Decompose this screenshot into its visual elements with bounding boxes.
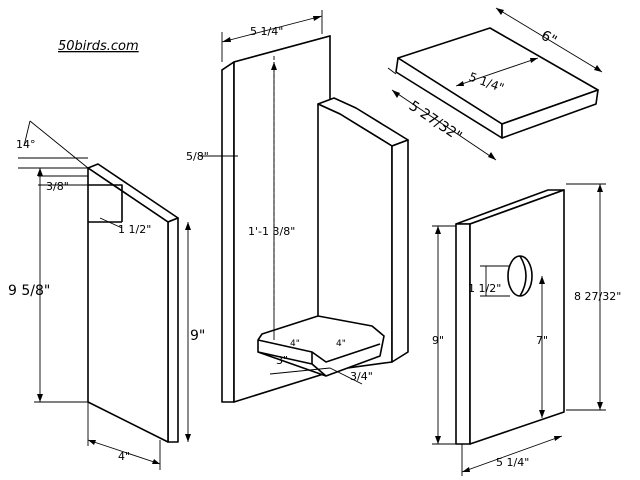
front-left-height-label: 9" [432, 334, 444, 347]
side-back-height-label: 9 5/8" [8, 283, 50, 299]
back-assembly [221, 35, 409, 403]
side-notch-label: 1 1/2" [118, 223, 151, 236]
floor-width-label: 3" [276, 354, 288, 367]
front-panel-dimensions [432, 183, 606, 476]
front-width-label: 5 1/4" [496, 456, 529, 469]
front-panel [455, 189, 565, 445]
back-thickness-label: 5/8" [186, 150, 209, 163]
side-roof-angle-label: 14° [16, 138, 36, 151]
back-length-label: 1'-1 3/8" [248, 225, 295, 238]
front-hole-height-label: 7" [536, 334, 548, 347]
floor-depth-label-2: 4" [336, 339, 346, 349]
floor-depth-label: 4" [290, 339, 300, 349]
back-top-width-label: 5 1/4" [250, 25, 283, 38]
side-panel-dimensions [18, 120, 191, 470]
side-width-label: 4" [118, 450, 130, 463]
front-total-height-label: 8 27/32" [574, 290, 621, 303]
roof-panel [395, 27, 599, 139]
roof-dimensions [387, 7, 603, 161]
roof-width-label: 6" [538, 28, 559, 50]
side-top-step-label: 3/8" [46, 180, 69, 193]
back-assembly-dimensions [200, 10, 363, 385]
floor-recess-label: 3/4" [350, 370, 373, 383]
entrance-hole [507, 255, 533, 297]
front-hole-label: 1 1/2" [468, 282, 501, 295]
watermark-text: 50birds.com [58, 39, 139, 54]
side-front-height-label: 9" [190, 328, 205, 344]
side-panel [87, 163, 179, 443]
